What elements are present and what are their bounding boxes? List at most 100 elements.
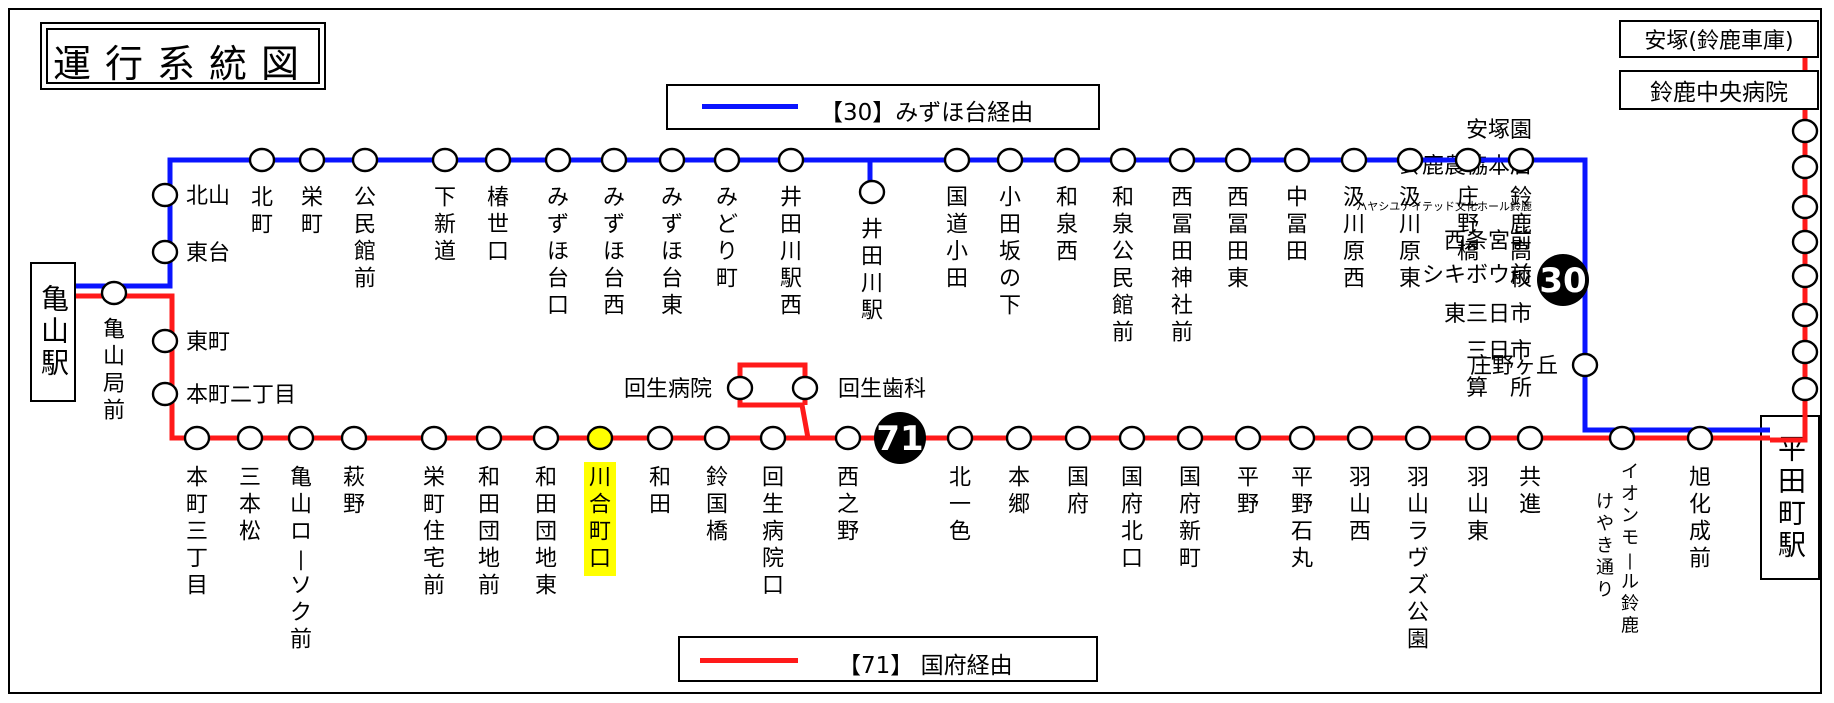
label-char: 東: [1467, 520, 1489, 545]
label-char: ほ: [603, 240, 625, 265]
label-char: 田: [1227, 240, 1249, 265]
label-char: ラ: [1407, 520, 1429, 545]
stop-marker: [1404, 425, 1432, 451]
label-char: 泉: [1056, 213, 1078, 238]
stop-label: 北町: [251, 186, 273, 238]
stop-marker: [1176, 425, 1204, 451]
right-stop-label: 東三日市: [1443, 302, 1532, 327]
label-char: 冨: [1227, 213, 1249, 238]
label-char: 冨: [1171, 213, 1193, 238]
label-char: 前: [1112, 321, 1134, 346]
label-char: 本: [1008, 466, 1030, 491]
label-char: 野: [1237, 493, 1259, 518]
label-char: ロ: [290, 520, 312, 545]
label-char: 道: [434, 240, 456, 265]
stop-marker: [484, 147, 512, 173]
label-char: 田: [999, 213, 1021, 238]
label-char: ず: [603, 213, 625, 238]
label-char: 東: [1227, 267, 1249, 292]
terminal-yasuzuka: 安塚(鈴鹿車庫): [1619, 20, 1819, 58]
label-char: 前: [290, 628, 312, 653]
label-char: 駅: [780, 267, 802, 292]
label-char: み: [716, 186, 738, 211]
label-char: 世: [487, 213, 509, 238]
stop-kaisei-hospital-marker: [726, 375, 754, 401]
label-char: 栄: [301, 186, 323, 211]
label-char: 口: [547, 294, 569, 319]
stop-label: 下新道: [434, 186, 456, 265]
label-char: き: [1596, 535, 1614, 556]
label-char: 本: [186, 466, 208, 491]
right-stop-marker: [1791, 229, 1819, 255]
legend-route71: 【71】 国府経由: [678, 636, 1098, 682]
label-char: 鹿: [1621, 615, 1639, 636]
label-char: 公: [354, 186, 376, 211]
stop-marker: [1516, 425, 1544, 451]
label-char: 泉: [1112, 213, 1134, 238]
label-char: 原: [1399, 240, 1421, 265]
label-char: み: [603, 186, 625, 211]
stop-label: 椿世口: [487, 186, 509, 265]
label-char: 旭: [1689, 466, 1711, 491]
terminal-kameyama-station: 亀山駅: [30, 262, 76, 402]
label-char: |: [298, 548, 305, 571]
label-char: 田: [478, 493, 500, 518]
label-char: 和: [1056, 186, 1078, 211]
badge-route30-circle: [1537, 254, 1589, 306]
label-char: け: [1596, 491, 1614, 512]
stop-marker: [298, 147, 326, 173]
label-char: 校: [1510, 267, 1532, 292]
label-char: ズ: [1407, 574, 1429, 599]
label-char: 井: [861, 218, 883, 243]
label-char: 神: [1171, 267, 1193, 292]
label-char: り: [1596, 579, 1614, 600]
label-char: 東: [1399, 267, 1421, 292]
stop-kitayama-label: 北山: [186, 184, 230, 209]
stop-label: 本郷: [1008, 466, 1030, 518]
right-stop-label: ハヤシユナイテッド文化ホール鈴鹿: [1356, 200, 1532, 213]
stop-label: 庄野橋: [1457, 186, 1479, 265]
label-char: 台: [547, 267, 569, 292]
label-char: 川: [861, 272, 883, 297]
label-char: 前: [103, 399, 125, 424]
label-char: 国: [706, 493, 728, 518]
label-char: 郷: [1008, 493, 1030, 518]
label-char: 前: [1171, 321, 1193, 346]
stop-marker: [1454, 147, 1482, 173]
label-char: 町: [423, 493, 445, 518]
right-stop-label: 算 所: [1465, 376, 1532, 401]
label-char: り: [716, 240, 738, 265]
label-char: 川: [589, 466, 611, 491]
label-char: 田: [1171, 240, 1193, 265]
label-char: 栄: [423, 466, 445, 491]
label-char: 北: [251, 186, 273, 211]
label-char: 民: [354, 213, 376, 238]
stop-label: 平野: [1237, 466, 1259, 518]
label-char: 山: [1349, 493, 1371, 518]
label-char: 西: [1227, 186, 1249, 211]
stop-marker: [658, 147, 686, 173]
stop-label: 羽山西: [1349, 466, 1371, 545]
right-stop-marker: [1791, 118, 1819, 144]
label-char: ク: [290, 601, 312, 626]
badge-route71-circle: [874, 412, 926, 464]
stop-label: 栄町: [301, 186, 323, 238]
label-char: 生: [762, 493, 784, 518]
label-char: 平: [1237, 466, 1259, 491]
label-char: 園: [1407, 628, 1429, 653]
label-char: ヴ: [1407, 547, 1429, 572]
stop-aeon-marker: [1608, 425, 1636, 451]
label-char: 町: [589, 520, 611, 545]
label-char: 国: [1067, 466, 1089, 491]
